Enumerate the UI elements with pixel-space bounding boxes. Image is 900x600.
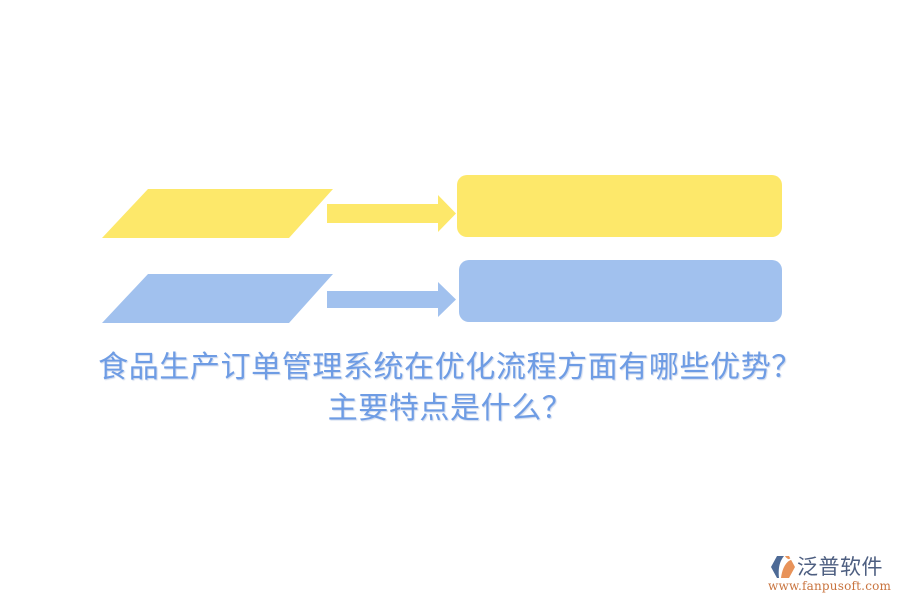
brand-logo: 泛普软件 www.fanpusoft.com [768, 553, 893, 595]
flow-row-1 [102, 175, 782, 238]
fanpu-hexagon-logo-icon [771, 556, 795, 579]
page-title-line-1: 食品生产订单管理系统在优化流程方面有哪些优势？ [98, 350, 802, 385]
brand-url: www.fanpusoft.com [768, 579, 892, 593]
output-box-2 [459, 260, 782, 322]
flow-row-2 [102, 260, 782, 323]
page-title-line-2: 主要特点是什么？ [327, 391, 573, 426]
output-box-1 [457, 175, 782, 237]
brand-name: 泛普软件 [797, 555, 883, 579]
input-parallelogram-2 [102, 274, 333, 323]
arrow-right-icon-1 [327, 195, 456, 232]
arrow-right-icon-2 [327, 282, 456, 317]
input-parallelogram-1 [102, 189, 333, 238]
